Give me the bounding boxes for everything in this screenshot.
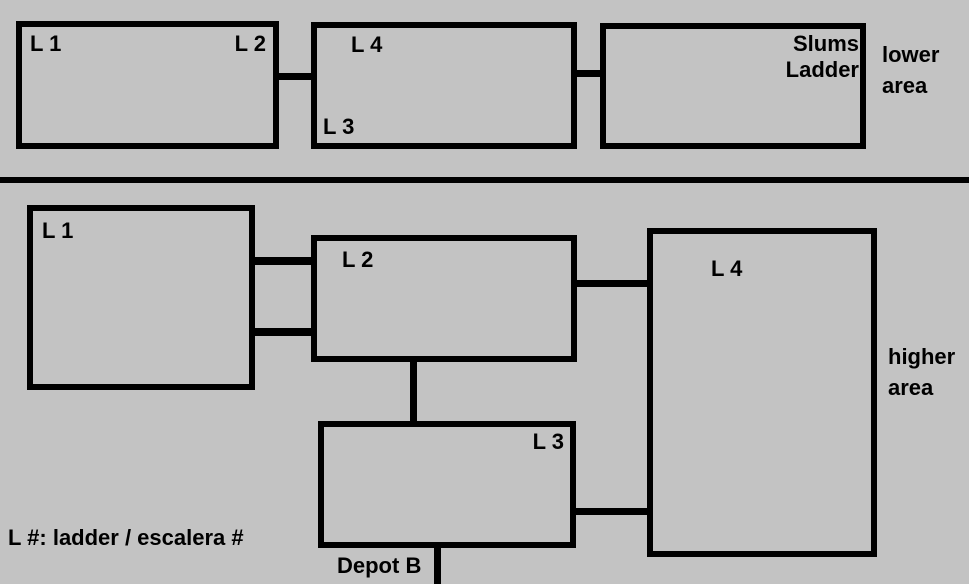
higher-area-label-line1: higher (888, 344, 956, 369)
higher-room-l3-label: L 3 (532, 429, 564, 454)
lower-area-label-line1: lower (882, 42, 940, 67)
slums-ladder-label-line2: Ladder (785, 57, 859, 82)
lower-area-room-1: L 1 L 2 (16, 21, 279, 149)
lower-area-label-line2: area (882, 73, 928, 98)
higher-room-l2-label: L 2 (342, 247, 374, 272)
lower-corridor-room1-room2 (277, 73, 313, 80)
higher-area-room-l3: L 3 (318, 421, 576, 548)
lower-room2-ladder4-label: L 4 (351, 32, 383, 57)
higher-corridor-l2-l4 (575, 280, 649, 287)
higher-corridor-depot-b (434, 546, 441, 584)
lower-room2-ladder3-label: L 3 (323, 114, 355, 139)
higher-area-room-l1: L 1 (27, 205, 255, 390)
area-separator-line (0, 177, 969, 183)
higher-area-room-l4: L 4 (647, 228, 877, 557)
higher-room-l4-label: L 4 (711, 256, 743, 281)
depot-b-label: Depot B (337, 553, 422, 578)
higher-corridor-l1-l2-lower (253, 328, 313, 336)
higher-area-room-l2: L 2 (311, 235, 577, 362)
higher-area-label-line2: area (888, 375, 934, 400)
higher-corridor-l3-l4 (574, 508, 649, 515)
lower-room1-ladder2-label: L 2 (234, 31, 266, 56)
lower-room1-ladder1-label: L 1 (30, 31, 62, 56)
higher-corridor-l2-l3 (410, 360, 417, 423)
higher-area-label: higher area (888, 341, 955, 403)
higher-room-l1-label: L 1 (42, 218, 74, 243)
legend-text: L #: ladder / escalera # (8, 525, 244, 550)
slums-ladder-label-line1: Slums (792, 31, 859, 56)
lower-area-label: lower area (882, 39, 939, 101)
lower-area-room-2: L 4 L 3 (311, 22, 577, 149)
lower-corridor-room2-room3 (575, 70, 602, 77)
higher-corridor-l1-l2-upper (253, 257, 313, 265)
